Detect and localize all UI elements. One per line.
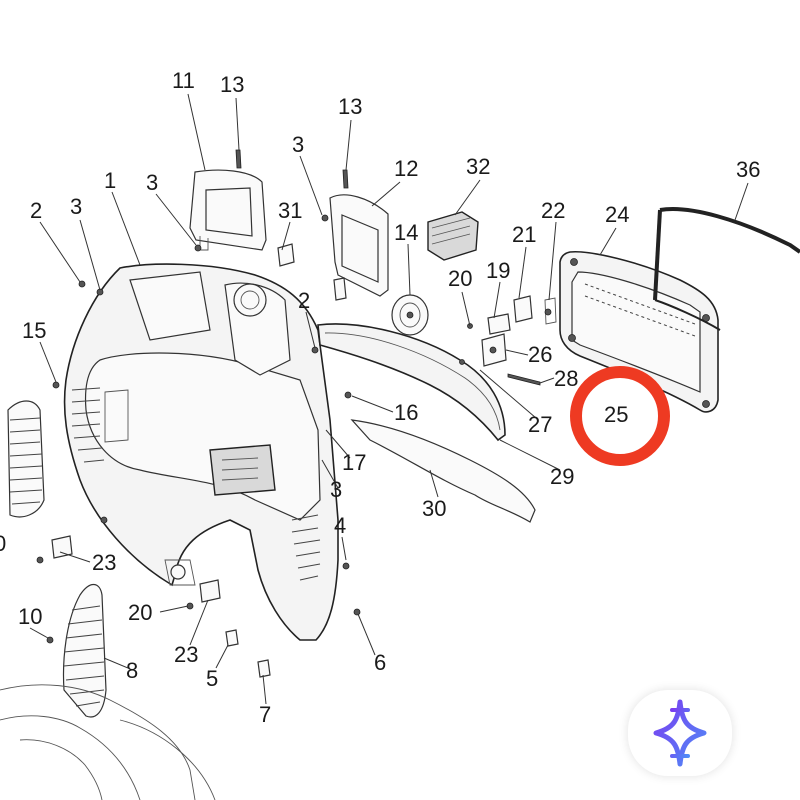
part-lid-24 [559, 250, 719, 413]
background-frame-outline [0, 684, 216, 800]
callout-23: 23 [92, 550, 116, 575]
assistant-badge[interactable] [628, 690, 732, 776]
callout-13: 13 [338, 94, 362, 119]
callout-29: 29 [550, 464, 574, 489]
callout-11: 11 [172, 68, 195, 93]
callout-5: 5 [206, 666, 218, 691]
callout-8: 8 [126, 658, 138, 683]
callout-22: 22 [541, 198, 565, 223]
callout-26: 26 [528, 342, 552, 367]
part-latch-assembly [459, 295, 557, 386]
callout-27: 27 [528, 412, 552, 437]
callout-7: 7 [259, 702, 271, 727]
sparkle-star-icon [653, 699, 707, 767]
callout-4: 4 [334, 513, 346, 538]
callout-23: 23 [174, 642, 198, 667]
callout-25: 25 [604, 402, 628, 427]
callout-1: 1 [104, 168, 116, 193]
part-block-32 [427, 211, 479, 261]
callout-21: 21 [512, 222, 536, 247]
callout-2: 2 [30, 198, 42, 223]
fasteners [36, 149, 361, 678]
callout-3: 3 [70, 194, 82, 219]
callout-6: 6 [374, 650, 386, 675]
callout-19: 19 [486, 258, 510, 283]
callout-labels: 11 13 13 3 12 32 36 1 3 2 3 31 14 22 24 … [0, 68, 760, 727]
callout-15: 15 [22, 318, 46, 343]
part-gasket-36 [653, 207, 800, 331]
callout-36: 36 [736, 157, 760, 182]
callout-30: 30 [422, 496, 446, 521]
callout-20: 20 [128, 600, 152, 625]
callout-14: 14 [394, 220, 418, 245]
part-inner-panel [63, 263, 339, 641]
part-lock-14 [391, 294, 429, 336]
callout-20: 20 [448, 266, 472, 291]
callout-16: 16 [394, 400, 418, 425]
callout-12: 12 [394, 156, 418, 181]
callout-31: 31 [278, 198, 302, 223]
callout-17: 17 [342, 450, 366, 475]
callout-3: 3 [330, 477, 342, 502]
callout-28: 28 [554, 366, 578, 391]
leader-lines [29, 93, 749, 705]
part-frame-cover-11 [189, 169, 267, 251]
part-bracket-12 [329, 194, 389, 297]
callout-24: 24 [605, 202, 629, 227]
callout-10: 10 [18, 604, 42, 629]
callout-0: 0 [0, 531, 6, 556]
part-left-grille-top [7, 400, 45, 518]
callout-2: 2 [298, 288, 310, 313]
part-panel-30 [350, 419, 536, 523]
part-lower-grille [62, 583, 107, 718]
callout-13: 13 [220, 72, 244, 97]
part-strip-29 [317, 323, 506, 442]
callout-3: 3 [146, 170, 158, 195]
callout-32: 32 [466, 154, 490, 179]
callout-3: 3 [292, 132, 304, 157]
highlight-circle [570, 366, 670, 466]
